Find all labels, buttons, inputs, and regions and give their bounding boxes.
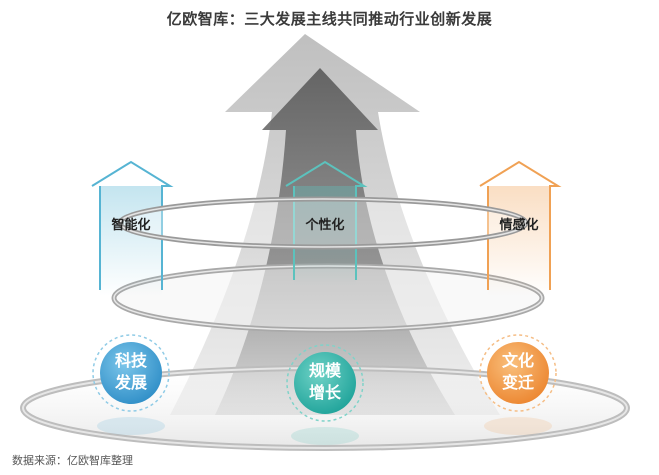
driver-center-line1: 规模 xyxy=(309,361,342,380)
driver-ball-right xyxy=(479,334,557,435)
trend-arrow-left xyxy=(91,160,174,296)
driver-left-line2: 发展 xyxy=(114,373,148,392)
data-source-note: 数据来源：亿欧智库整理 xyxy=(12,454,133,467)
diagram-title: 亿欧智库：三大发展主线共同推动行业创新发展 xyxy=(166,10,493,28)
driver-left-line1: 科技 xyxy=(115,351,148,370)
trend-label-center: 个性化 xyxy=(304,217,344,233)
driver-right-line1: 文化 xyxy=(502,351,534,370)
trend-label-right: 情感化 xyxy=(499,217,538,233)
driver-center-line2: 增长 xyxy=(309,383,342,402)
driver-ball-left xyxy=(92,334,170,435)
trend-arrow-right xyxy=(479,160,562,296)
driver-right-line2: 变迁 xyxy=(502,373,534,392)
trend-label-left: 智能化 xyxy=(111,217,150,233)
driver-ball-center xyxy=(286,344,364,445)
